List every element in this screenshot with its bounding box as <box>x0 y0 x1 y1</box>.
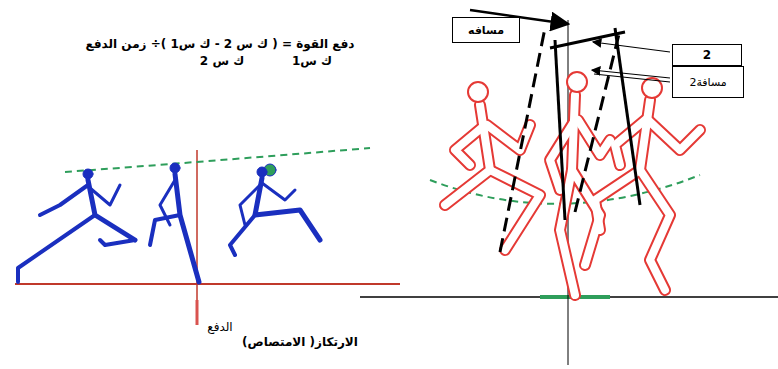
distance-box: مسافه <box>452 17 520 43</box>
phase-label: الارتكاز( الامتصاص) <box>242 335 358 349</box>
distance-box: مسافة2 <box>672 66 744 98</box>
box-text: مسافة2 <box>689 76 726 89</box>
phase-label: الدفع <box>207 320 232 334</box>
formula-term: ك س 2 <box>200 54 244 68</box>
number-box: 2 <box>672 44 742 66</box>
formula-term: ك س1 <box>292 54 332 68</box>
formula: دفع القوة = ( ك س 2 - ك س1 )÷ زمن الدفع <box>86 37 355 51</box>
box-text: 2 <box>703 48 711 62</box>
box-text: مسافه <box>468 24 504 37</box>
